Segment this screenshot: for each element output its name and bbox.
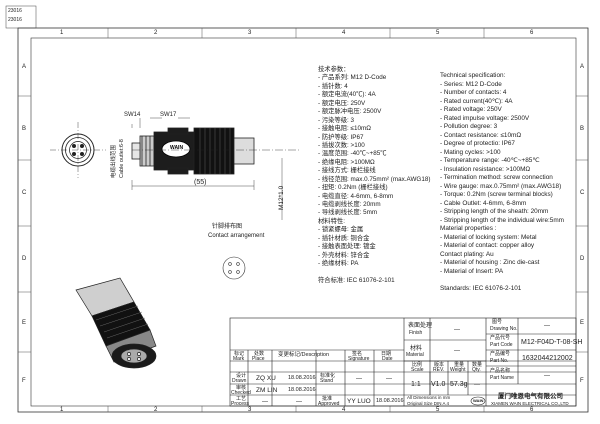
border-number-top: 1 <box>60 30 64 36</box>
border-number-top: 6 <box>530 30 534 36</box>
border-letter: A <box>22 64 27 70</box>
connector-perspective-render <box>75 277 157 369</box>
dim-sw14: SW14 <box>124 112 141 118</box>
dim-m12: M12*1.0 <box>278 185 285 210</box>
border-number-bottom: 5 <box>436 407 440 413</box>
company-name-en: XIAMEN WAIN ELECTRICAL CO.,LTD <box>491 401 569 406</box>
contact-arrangement-diagram <box>222 256 246 280</box>
border-letter: F <box>22 378 26 384</box>
spec-list-en: Technical specification:- Series: M12 D-… <box>440 72 564 292</box>
border-number-top: 5 <box>436 30 440 36</box>
border-number-top: 4 <box>342 30 346 36</box>
contact-arrangement-title-cn: 针脚排布图 <box>212 224 243 230</box>
corner-stamp: 23016 <box>8 17 22 23</box>
wain-logo-shape <box>470 396 486 406</box>
spec-list-cn: 技术参数：- 产品系列: M12 D-Code- 插针数: 4 - 额定电流(4… <box>318 66 431 284</box>
border-letter: E <box>580 320 585 326</box>
border-number-bottom: 1 <box>60 407 64 413</box>
border-letter: D <box>580 256 585 262</box>
border-number-top: 3 <box>248 30 252 36</box>
cable-outlet-label-cn: 电缆出线范围 <box>111 144 117 178</box>
border-letter: D <box>22 256 27 262</box>
border-number-bottom: 3 <box>248 407 252 413</box>
border-number-bottom: 2 <box>154 407 158 413</box>
brand-on-connector: WAIN <box>170 145 184 151</box>
cable-outlet-label-en: Cable outlet:6-8 <box>119 139 125 178</box>
connector-face-view <box>50 122 106 178</box>
border-letter: E <box>22 320 27 326</box>
border-letter: C <box>580 190 585 196</box>
border-number-bottom: 6 <box>530 407 534 413</box>
wain-logo-text: WAIN <box>473 398 484 403</box>
border-number-top: 2 <box>154 30 158 36</box>
border-letter: F <box>580 378 584 384</box>
border-letter: B <box>22 126 27 132</box>
border-letter: C <box>22 190 27 196</box>
contact-arrangement-title-en: Contact arrangement <box>208 233 265 239</box>
border-letter: A <box>580 64 585 70</box>
part-code-value: M12-F04D-T-08-SH <box>521 339 583 346</box>
connector-side-view <box>131 117 300 220</box>
border-letter: B <box>580 126 585 132</box>
part-no-value: 1632044212002 <box>522 355 573 362</box>
corner-stamp: 23016 <box>8 8 22 14</box>
dim-sw17: SW17 <box>160 112 177 118</box>
company-name-cn: 厦门唯恩电气有限公司 <box>498 393 563 400</box>
border-number-bottom: 4 <box>342 407 346 413</box>
dim-55: (55) <box>194 179 207 186</box>
title-block-grid <box>229 317 577 407</box>
